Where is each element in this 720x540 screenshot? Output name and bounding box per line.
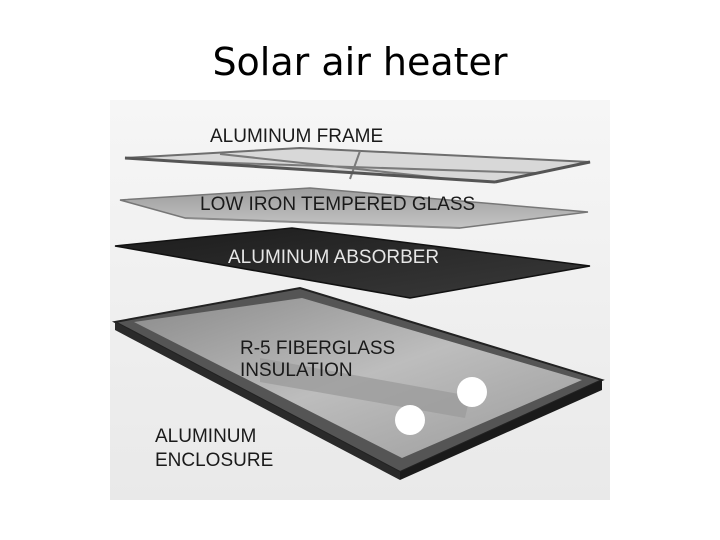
slide-title: Solar air heater [212, 40, 508, 84]
fiberglass-insulation-label-line2: INSULATION [240, 360, 353, 381]
air-inlet-port [395, 405, 425, 435]
aluminum-enclosure-label-line2: ENCLOSURE [155, 450, 273, 471]
aluminum-enclosure-layer [111, 286, 605, 480]
aluminum-absorber-layer [114, 227, 591, 299]
tempered-glass-label: LOW IRON TEMPERED GLASS [200, 194, 475, 215]
fiberglass-insulation-label-line1: R-5 FIBERGLASS [240, 338, 395, 359]
tempered-glass-layer [119, 187, 589, 229]
aluminum-enclosure-label-line1: ALUMINUM [155, 426, 256, 447]
air-outlet-port [457, 377, 487, 407]
aluminum-frame-label: ALUMINUM FRAME [210, 126, 383, 147]
aluminum-absorber-label: ALUMINUM ABSORBER [228, 247, 439, 268]
aluminum-frame-layer [124, 146, 591, 184]
solar-air-heater-diagram: ALUMINUM FRAME LOW IRON TEMPERED GLASS A… [110, 100, 610, 500]
